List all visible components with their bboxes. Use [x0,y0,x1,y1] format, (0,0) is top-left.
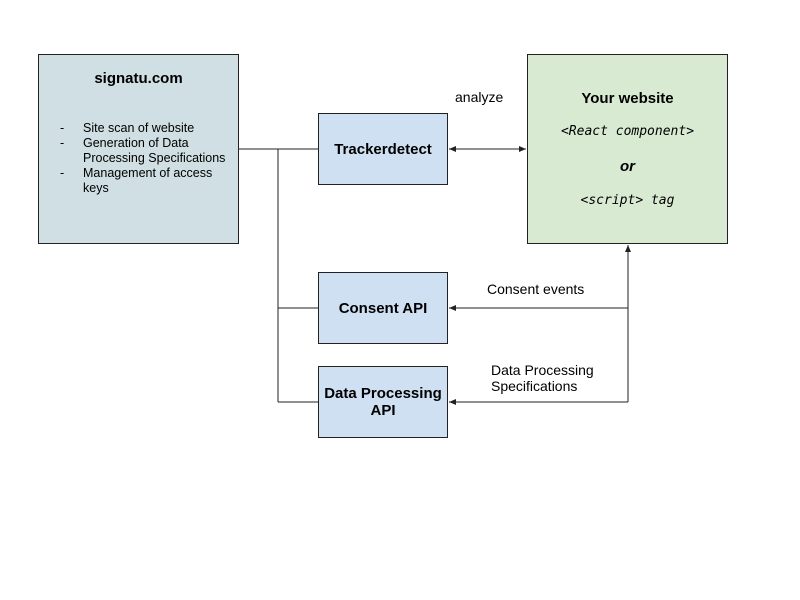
analyze-edge-label: analyze [455,89,504,105]
website-script-option: <script> tag [580,193,675,208]
website-react-option: <React component> [560,124,695,139]
website-title: Your website [581,90,674,107]
feature-item-access-keys: Management of access keys [57,166,237,196]
consent-api-label: Consent API [338,299,428,317]
consent-events-edge-label: Consent events [487,281,585,297]
trackerdetect-label: Trackerdetect [334,140,432,158]
website-node: Your website <React component> or <scrip… [527,54,728,244]
feature-item-site-scan: Site scan of website [57,121,237,136]
signatu-feature-list: Site scan of website Generation of Data … [57,121,237,196]
website-or-separator: or [620,158,635,175]
signatu-title: signatu.com [94,70,183,87]
consent-api-node: Consent API [318,272,448,344]
trackerdetect-node: Trackerdetect [318,113,448,185]
data-processing-api-node: Data Processing API [318,366,448,438]
dp-specs-edge-label: Data Processing Specifications [491,362,594,394]
signatu-node: signatu.com Site scan of website Generat… [38,54,239,244]
feature-item-dps-generation: Generation of Data Processing Specificat… [57,136,237,166]
data-processing-api-label: Data Processing API [324,385,442,419]
